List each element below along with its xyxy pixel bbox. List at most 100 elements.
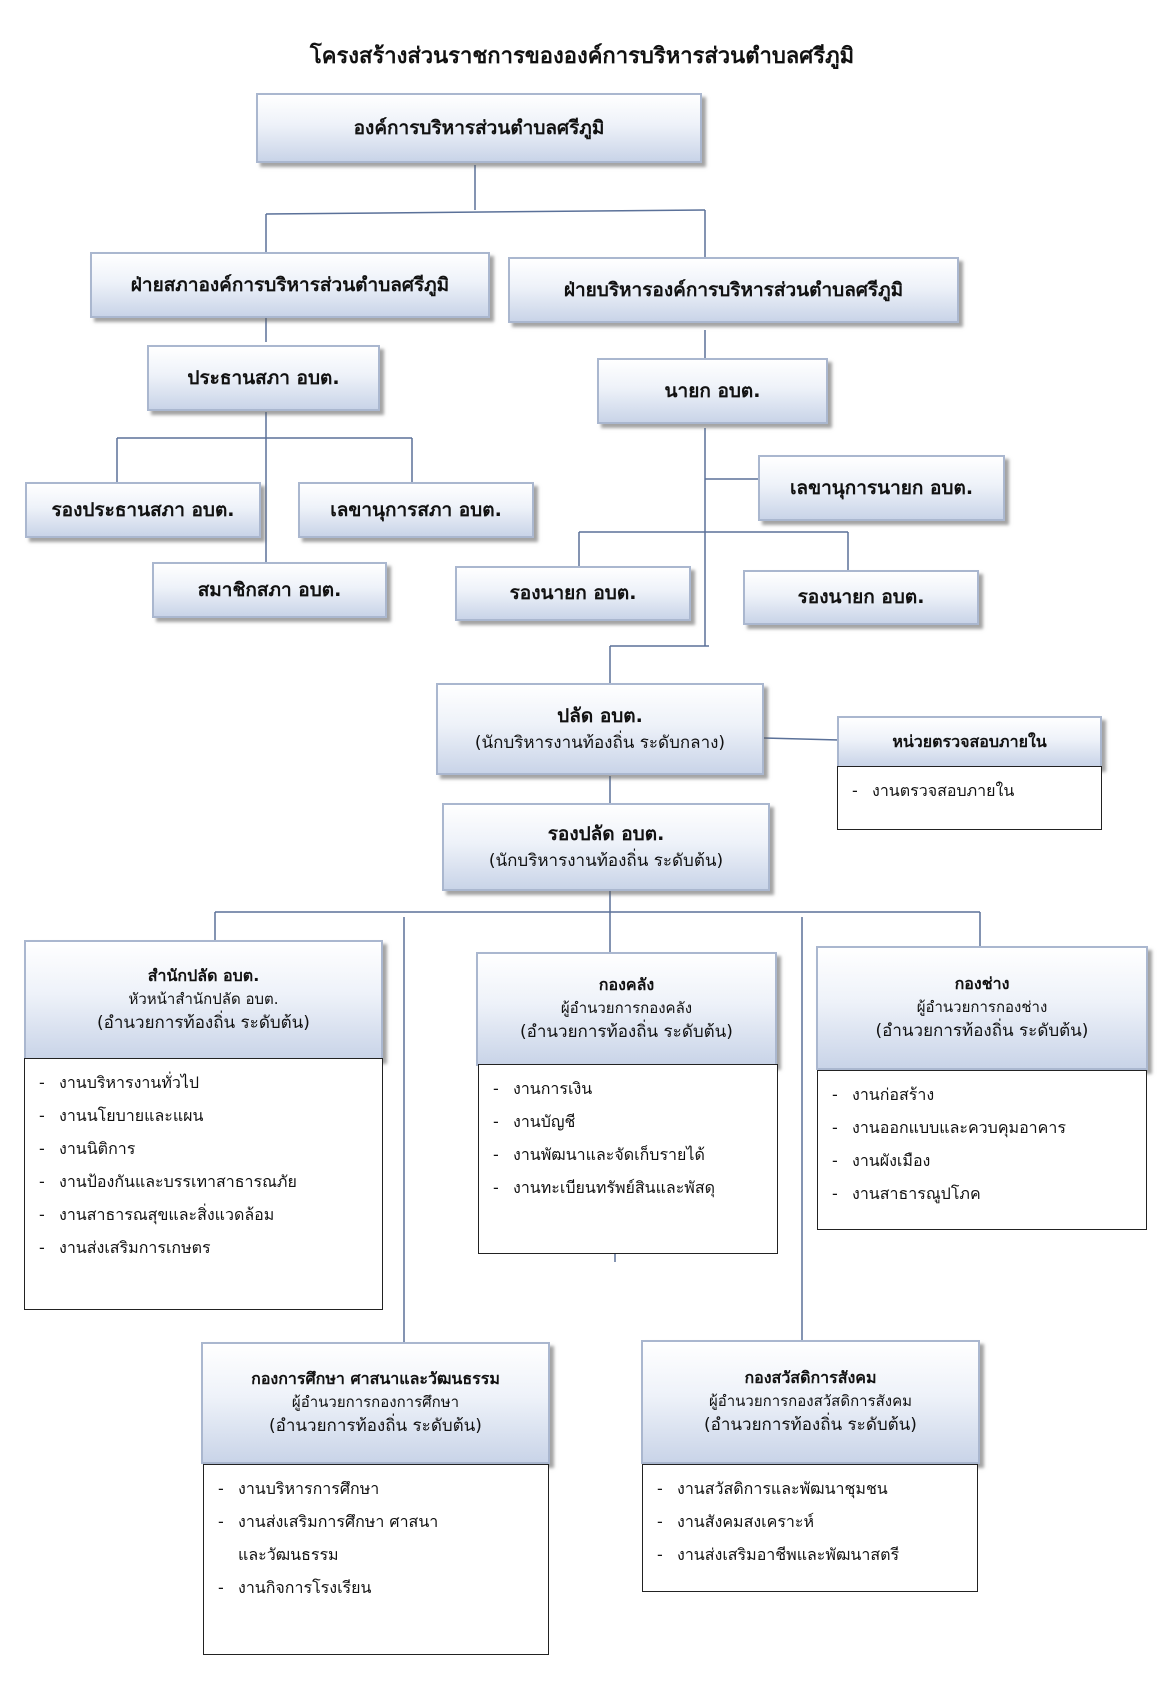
deputy-mayor-2-label: รองนายก อบต.: [797, 586, 925, 609]
dept-welfare-level: (อำนวยการท้องถิ่น ระดับต้น): [704, 1414, 917, 1435]
dept-engineering-title: กองช่าง: [954, 974, 1010, 993]
engineering-item-1: งานก่อสร้าง: [852, 1085, 935, 1104]
list-item: -งานก่อสร้าง: [832, 1085, 935, 1104]
audit-list: -งานตรวจสอบภายใน: [837, 766, 1102, 830]
finance-item-3: งานพัฒนาและจัดเก็บรายได้: [513, 1145, 705, 1164]
chart-title: โครงสร้างส่วนราชการขององค์การบริหารส่วนต…: [309, 44, 855, 69]
mayor-secretary-node: เลขานุการนายก อบต.: [758, 455, 1005, 521]
deputy-mayor-1-label: รองนายก อบต.: [509, 582, 637, 605]
dept-finance-head: ผู้อำนวยการกองคลัง: [560, 999, 693, 1017]
clerk-sub: (นักบริหารงานท้องถิ่น ระดับกลาง): [474, 732, 726, 753]
dept-finance-list: -งานการเงิน -งานบัญชี -งานพัฒนาและจัดเก็…: [478, 1064, 778, 1254]
engineering-item-3: งานผังเมือง: [852, 1151, 931, 1170]
audit-node: หน่วยตรวจสอบภายใน: [837, 716, 1102, 768]
council-secretary-node: เลขานุการสภา อบต.: [298, 482, 534, 538]
audit-title: หน่วยตรวจสอบภายใน: [892, 732, 1047, 751]
mayor-label: นายก อบต.: [664, 379, 761, 402]
list-item: -งานส่งเสริมอาชีพและพัฒนาสตรี: [657, 1545, 900, 1564]
list-item: -งานพัฒนาและจัดเก็บรายได้: [493, 1145, 705, 1164]
deputy-clerk-node: รองปลัด อบต. (นักบริหารงานท้องถิ่น ระดับ…: [442, 803, 770, 891]
dept-engineering-node: กองช่าง ผู้อำนวยการกองช่าง (อำนวยการท้อง…: [816, 946, 1148, 1070]
office-item-1: งานบริหารงานทั่วไป: [59, 1073, 200, 1092]
dept-office-node: สำนักปลัด อบต. หัวหน้าสำนักปลัด อบต. (อำ…: [24, 940, 383, 1060]
council-member-node: สมาชิกสภา อบต.: [152, 562, 387, 618]
dept-welfare-node: กองสวัสดิการสังคม ผู้อำนวยการกองสวัสดิกา…: [641, 1340, 980, 1464]
list-item: -งานส่งเสริมการเกษตร: [39, 1238, 211, 1257]
office-item-5: งานสาธารณสุขและสิ่งแวดล้อม: [59, 1205, 275, 1224]
council-secretary-label: เลขานุการสภา อบต.: [330, 498, 502, 521]
welfare-item-1: งานสวัสดิการและพัฒนาชุมชน: [677, 1479, 888, 1498]
list-item: -งานกิจการโรงเรียน: [218, 1578, 372, 1597]
council-node: ฝ่ายสภาองค์การบริหารส่วนตำบลศรีภูมิ: [90, 252, 490, 318]
audit-item-1: งานตรวจสอบภายใน: [872, 781, 1015, 800]
council-chair-label: ประธานสภา อบต.: [187, 366, 340, 389]
council-chair-node: ประธานสภา อบต.: [147, 345, 380, 411]
education-item-2-cont: และวัฒนธรรม: [238, 1545, 339, 1564]
dept-engineering-head: ผู้อำนวยการกองช่าง: [916, 998, 1048, 1016]
council-node-label: ฝ่ายสภาองค์การบริหารส่วนตำบลศรีภูมิ: [130, 273, 450, 296]
dept-welfare-title: กองสวัสดิการสังคม: [744, 1368, 877, 1387]
finance-item-2: งานบัญชี: [513, 1112, 576, 1131]
mayor-node: นายก อบต.: [597, 358, 828, 424]
office-item-2: งานนโยบายและแผน: [59, 1106, 204, 1125]
list-item: -งานสังคมสงเคราะห์: [657, 1512, 815, 1531]
dept-finance-title: กองคลัง: [598, 975, 655, 994]
office-item-4: งานป้องกันและบรรเทาสาธารณภัย: [59, 1172, 297, 1191]
dept-engineering-list: -งานก่อสร้าง -งานออกแบบและควบคุมอาคาร -ง…: [817, 1070, 1147, 1230]
list-item: -งานสาธารณูปโภค: [832, 1184, 981, 1203]
council-member-label: สมาชิกสภา อบต.: [197, 578, 342, 601]
list-item: และวัฒนธรรม: [218, 1547, 538, 1563]
engineering-item-2: งานออกแบบและควบคุมอาคาร: [852, 1118, 1066, 1137]
list-item: -งานผังเมือง: [832, 1151, 931, 1170]
dept-welfare-head: ผู้อำนวยการกองสวัสดิการสังคม: [708, 1392, 913, 1410]
dept-finance-node: กองคลัง ผู้อำนวยการกองคลัง (อำนวยการท้อง…: [476, 952, 777, 1066]
deputy-mayor-2-node: รองนายก อบต.: [743, 570, 979, 625]
list-item: -งานบริหารงานทั่วไป: [39, 1073, 200, 1092]
mayor-secretary-label: เลขานุการนายก อบต.: [789, 476, 974, 499]
list-item: -งานบริหารการศึกษา: [218, 1479, 380, 1498]
education-item-3: งานกิจการโรงเรียน: [238, 1578, 372, 1597]
clerk-title: ปลัด อบต.: [557, 705, 643, 727]
finance-item-4: งานทะเบียนทรัพย์สินและพัสดุ: [513, 1178, 715, 1197]
office-item-3: งานนิติการ: [59, 1139, 136, 1158]
education-item-1: งานบริหารการศึกษา: [238, 1479, 380, 1498]
list-item: -งานป้องกันและบรรเทาสาธารณภัย: [39, 1172, 297, 1191]
list-item: -งานสาธารณสุขและสิ่งแวดล้อม: [39, 1205, 275, 1224]
executive-node-label: ฝ่ายบริหารองค์การบริหารส่วนตำบลศรีภูมิ: [563, 278, 904, 301]
dept-education-node: กองการศึกษา ศาสนาและวัฒนธรรม ผู้อำนวยการ…: [201, 1342, 550, 1464]
deputy-clerk-title: รองปลัด อบต.: [547, 823, 665, 845]
office-item-6: งานส่งเสริมการเกษตร: [59, 1238, 211, 1257]
dept-education-title: กองการศึกษา ศาสนาและวัฒนธรรม: [251, 1369, 500, 1388]
dept-engineering-level: (อำนวยการท้องถิ่น ระดับต้น): [875, 1020, 1089, 1041]
council-vice-node: รองประธานสภา อบต.: [25, 482, 261, 538]
dept-office-list: -งานบริหารงานทั่วไป -งานนโยบายและแผน -งา…: [24, 1058, 383, 1310]
executive-node: ฝ่ายบริหารองค์การบริหารส่วนตำบลศรีภูมิ: [508, 257, 959, 323]
dept-office-title: สำนักปลัด อบต.: [147, 966, 260, 985]
list-item: -งานนโยบายและแผน: [39, 1106, 204, 1125]
root-node-label: องค์การบริหารส่วนตำบลศรีภูมิ: [353, 116, 605, 139]
dept-office-level: (อำนวยการท้องถิ่น ระดับต้น): [97, 1012, 310, 1033]
dept-office-head: หัวหน้าสำนักปลัด อบต.: [128, 990, 279, 1008]
list-item: -งานการเงิน: [493, 1079, 593, 1098]
deputy-mayor-1-node: รองนายก อบต.: [455, 566, 691, 621]
dept-finance-level: (อำนวยการท้องถิ่น ระดับต้น): [520, 1021, 733, 1042]
finance-item-1: งานการเงิน: [513, 1079, 593, 1098]
list-item: -งานบัญชี: [493, 1112, 576, 1131]
dept-welfare-list: -งานสวัสดิการและพัฒนาชุมชน -งานสังคมสงเค…: [642, 1464, 978, 1592]
list-item: -งานออกแบบและควบคุมอาคาร: [832, 1118, 1066, 1137]
dept-education-level: (อำนวยการท้องถิ่น ระดับต้น): [269, 1415, 482, 1436]
dept-education-head: ผู้อำนวยการกองการศึกษา: [291, 1393, 460, 1411]
list-item: -งานทะเบียนทรัพย์สินและพัสดุ: [493, 1178, 715, 1197]
welfare-item-3: งานส่งเสริมอาชีพและพัฒนาสตรี: [677, 1545, 900, 1564]
clerk-node: ปลัด อบต. (นักบริหารงานท้องถิ่น ระดับกลา…: [436, 683, 764, 775]
welfare-item-2: งานสังคมสงเคราะห์: [677, 1512, 815, 1531]
education-item-2: งานส่งเสริมการศึกษา ศาสนา: [238, 1512, 439, 1531]
list-item: -งานส่งเสริมการศึกษา ศาสนา: [218, 1512, 439, 1531]
deputy-clerk-sub: (นักบริหารงานท้องถิ่น ระดับต้น): [488, 850, 724, 871]
engineering-item-4: งานสาธารณูปโภค: [852, 1184, 981, 1203]
dept-education-list: -งานบริหารการศึกษา -งานส่งเสริมการศึกษา …: [203, 1464, 549, 1655]
list-item: -งานตรวจสอบภายใน: [852, 781, 1015, 800]
list-item: -งานนิติการ: [39, 1139, 136, 1158]
root-node: องค์การบริหารส่วนตำบลศรีภูมิ: [256, 93, 702, 163]
